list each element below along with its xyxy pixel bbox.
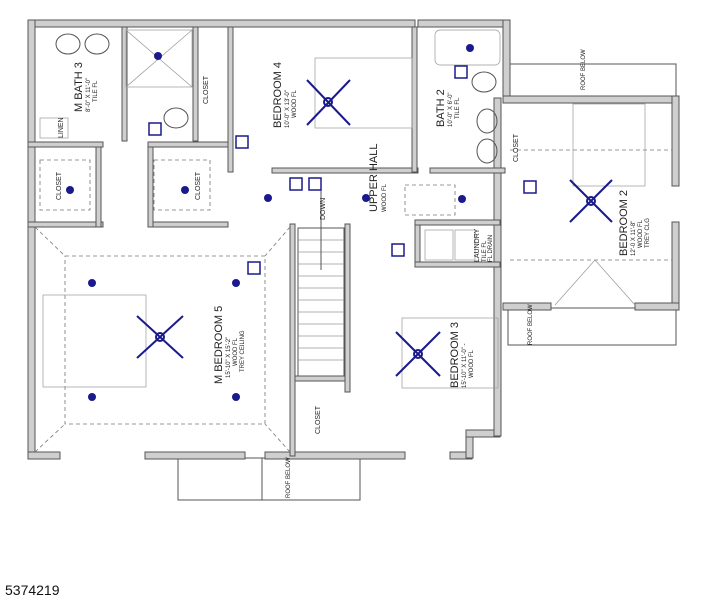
closet-label: CLOSET (56, 171, 63, 200)
roof-below-label: ROOF BELOW (528, 304, 534, 345)
room-floor: TILE FL (455, 97, 461, 119)
washer (424, 229, 454, 261)
ceiling-fan-icon (395, 331, 441, 377)
sink (476, 138, 498, 164)
bed-bedroom-2 (572, 103, 646, 187)
staircase (297, 180, 345, 377)
closet-label: CLOSET (195, 171, 202, 200)
ceiling-fan-icon (306, 79, 351, 126)
closet-label: CLOSET (513, 133, 520, 162)
room-size: 12'-0 X 11'-8" (631, 221, 637, 256)
bed-m-bedroom-5 (42, 294, 147, 388)
room-floor: TILE FL (93, 80, 99, 102)
room-label-upper-hall: UPPER HALL WOOD FL (368, 144, 388, 212)
bed-bedroom-4 (314, 57, 413, 129)
roof-below-top-right (507, 63, 677, 99)
room-label-bedroom-4: BEDROOM 4 10'-0" X 13'-0" WOOD FL (272, 62, 298, 128)
svg-text:ROOF BELOW: ROOF BELOW (581, 49, 587, 90)
room-label-m-bedroom-5: M BEDROOM 5 15'-10" X 15'-2" WOOD FL TRE… (213, 306, 246, 384)
svg-text:ROOF BELOW: ROOF BELOW (528, 304, 534, 345)
room-name: UPPER HALL (368, 144, 380, 212)
listing-id: 5374219 (5, 582, 60, 598)
room-name: BEDROOM 2 (618, 190, 630, 256)
room-floor: WOOD FL (382, 183, 388, 212)
furniture (39, 29, 646, 389)
room-size: 10'-0" X 13'-0" (285, 90, 291, 128)
room-name: BEDROOM 4 (272, 62, 284, 128)
sink (84, 33, 110, 55)
ceiling-light-icon (66, 44, 474, 401)
room-floor: WOOD FL (292, 89, 298, 118)
stair-down-label: DOWN (320, 198, 327, 220)
room-ceiling: TREY CLG (645, 218, 651, 248)
room-label-bath-2: BATH 2 10'-0" X 6'-0" TILE FL (435, 89, 461, 127)
room-ceiling: TREY CEILING (240, 330, 246, 372)
room-size: 10'-0" X 6'-0" (448, 92, 454, 127)
bed-bedroom-3 (401, 317, 499, 389)
toilet (471, 71, 497, 93)
room-size: 15'-10" X 15'-2" (226, 337, 232, 378)
room-name: BATH 2 (435, 89, 447, 127)
svg-text:ROOF BELOW: ROOF BELOW (286, 457, 292, 498)
sink (55, 33, 81, 55)
closet-label: CLOSET (203, 75, 210, 104)
toilet (163, 107, 189, 129)
ceiling-fan-icon (569, 179, 613, 223)
room-size: 8'-0" X 11'-0" (86, 78, 92, 112)
ceiling-fan-icon (136, 315, 184, 359)
linen-shelf (39, 117, 69, 139)
closet-label: CLOSET (315, 405, 322, 434)
room-name: BEDROOM 3 (449, 322, 461, 388)
sink (476, 108, 498, 134)
room-name: LAUNDRY (474, 228, 481, 262)
roof-below-label: ROOF BELOW (581, 49, 587, 90)
room-label-bedroom-2: BEDROOM 2 12'-0 X 11'-8" WOOD FL TREY CL… (618, 190, 651, 256)
room-floor: WOOD FL (638, 219, 644, 248)
roof-below-right (507, 307, 677, 346)
room-name: M BEDROOM 5 (213, 306, 225, 384)
interior-walls (27, 26, 506, 457)
shower (125, 29, 193, 88)
floor-drain-label: FL DRAIN (488, 235, 494, 262)
room-floor: WOOD FL (233, 337, 239, 366)
room-floor: WOOD FL (469, 349, 475, 378)
room-label-m-bath-3: M BATH 3 8'-0" X 11'-0" TILE FL (73, 62, 99, 112)
linen-label: LINEN (58, 117, 65, 138)
smoke-detector-icon (148, 65, 537, 275)
dryer (454, 229, 476, 261)
room-label-laundry: LAUNDRY TILE FL FL DRAIN (474, 228, 494, 262)
room-size: 15'-10" X 11'-0" - (462, 344, 468, 388)
bathtub (434, 29, 501, 66)
room-floor: TILE FL (482, 240, 488, 262)
trey-ceiling-outline (64, 255, 266, 425)
room-name: M BATH 3 (73, 62, 85, 112)
roof-below-label: ROOF BELOW (286, 457, 292, 498)
roof-below-bottom (177, 457, 361, 501)
room-label-bedroom-3: BEDROOM 3 15'-10" X 11'-0" - WOOD FL (449, 322, 475, 388)
